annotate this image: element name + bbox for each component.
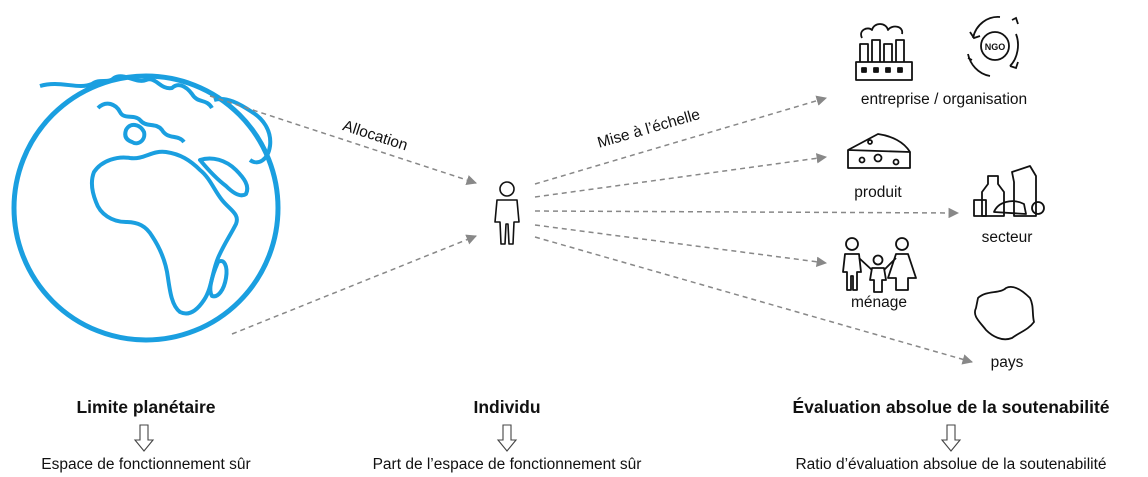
target-label-entreprise: entreprise / organisation	[860, 91, 1028, 108]
down-arrow-icon-left	[133, 424, 155, 452]
factory-icon	[855, 23, 913, 81]
down-arrow-icon-center	[496, 424, 518, 452]
scaling-arrow-secteur	[534, 207, 960, 219]
right-column-subtitle: Ratio d’évaluation absolue de la soutena…	[795, 456, 1107, 473]
target-label-produit: produit	[854, 184, 902, 201]
scaling-arrow-produit	[534, 153, 828, 198]
target-label-menage: ménage	[850, 294, 908, 311]
center-column-subtitle: Part de l’espace de fonctionnement sûr	[372, 456, 642, 473]
svg-text:NGO: NGO	[985, 42, 1006, 52]
person-icon	[494, 181, 520, 245]
right-column-title: Évaluation absolue de la soutenabilité	[792, 397, 1110, 417]
cheese-icon	[847, 133, 911, 169]
ngo-icon: NGO	[967, 16, 1019, 77]
scaling-arrow-entreprise	[534, 95, 828, 185]
allocation-arrow-bottom	[231, 234, 477, 335]
country-map-icon	[974, 286, 1035, 341]
dairy-products-icon	[973, 165, 1045, 217]
left-column-title: Limite planétaire	[76, 397, 216, 417]
globe-icon	[11, 73, 281, 343]
target-label-pays: pays	[990, 354, 1024, 371]
down-arrow-icon-right	[940, 424, 962, 452]
scaling-arrow-pays	[534, 236, 974, 365]
family-icon	[842, 237, 917, 293]
scaling-arrow-menage	[534, 224, 828, 267]
allocation-arrow-top	[209, 95, 477, 186]
left-column-subtitle: Espace de fonctionnement sûr	[41, 456, 251, 473]
target-label-secteur: secteur	[981, 229, 1033, 246]
center-column-title: Individu	[473, 397, 541, 417]
